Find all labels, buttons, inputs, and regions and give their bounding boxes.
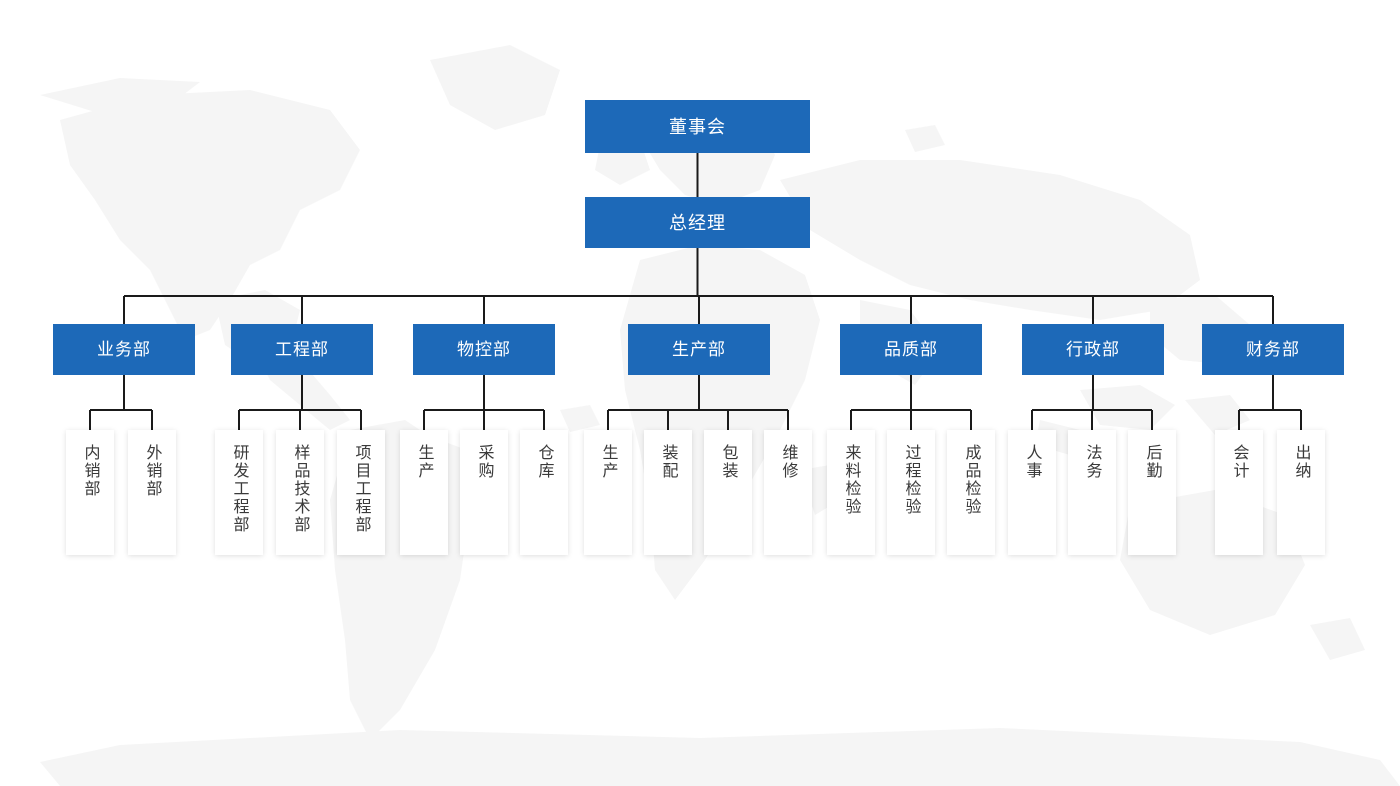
node-general-manager-label: 总经理 <box>669 212 726 233</box>
node-unit-1-2-label: 外销部 <box>143 444 161 498</box>
node-unit-5-1[interactable]: 来料检验 <box>827 430 875 555</box>
node-department-4-label: 生产部 <box>672 340 726 359</box>
node-unit-6-3[interactable]: 后勤 <box>1128 430 1176 555</box>
node-unit-1-1[interactable]: 内销部 <box>66 430 114 555</box>
node-unit-2-3-label: 项目工程部 <box>352 444 370 534</box>
node-department-5[interactable]: 品质部 <box>840 324 982 375</box>
node-unit-1-1-label: 内销部 <box>81 444 99 498</box>
node-department-1[interactable]: 业务部 <box>53 324 195 375</box>
node-board-of-directors[interactable]: 董事会 <box>585 100 810 153</box>
node-unit-5-2[interactable]: 过程检验 <box>887 430 935 555</box>
node-department-6[interactable]: 行政部 <box>1022 324 1164 375</box>
node-department-2-label: 工程部 <box>275 340 329 359</box>
node-unit-4-2[interactable]: 装配 <box>644 430 692 555</box>
node-unit-4-4[interactable]: 维修 <box>764 430 812 555</box>
node-unit-4-3[interactable]: 包装 <box>704 430 752 555</box>
node-unit-3-3[interactable]: 仓库 <box>520 430 568 555</box>
node-unit-5-2-label: 过程检验 <box>902 444 920 516</box>
node-department-7-label: 财务部 <box>1246 340 1300 359</box>
node-unit-6-1-label: 人事 <box>1023 444 1041 480</box>
node-unit-2-3[interactable]: 项目工程部 <box>337 430 385 555</box>
node-department-1-label: 业务部 <box>97 340 151 359</box>
node-unit-6-3-label: 后勤 <box>1143 444 1161 480</box>
node-unit-4-1[interactable]: 生产 <box>584 430 632 555</box>
node-unit-4-3-label: 包装 <box>719 444 737 480</box>
node-department-3[interactable]: 物控部 <box>413 324 555 375</box>
node-unit-3-1[interactable]: 生产 <box>400 430 448 555</box>
node-unit-2-2[interactable]: 样品技术部 <box>276 430 324 555</box>
node-unit-3-2-label: 采购 <box>475 444 493 480</box>
node-unit-6-1[interactable]: 人事 <box>1008 430 1056 555</box>
node-unit-4-1-label: 生产 <box>599 444 617 480</box>
node-unit-7-2[interactable]: 出纳 <box>1277 430 1325 555</box>
node-unit-4-2-label: 装配 <box>659 444 677 480</box>
node-board-of-directors-label: 董事会 <box>669 116 726 137</box>
node-department-7[interactable]: 财务部 <box>1202 324 1344 375</box>
node-department-4[interactable]: 生产部 <box>628 324 770 375</box>
node-unit-2-2-label: 样品技术部 <box>291 444 309 534</box>
node-department-6-label: 行政部 <box>1066 340 1120 359</box>
node-unit-7-1[interactable]: 会计 <box>1215 430 1263 555</box>
node-unit-3-1-label: 生产 <box>415 444 433 480</box>
node-department-3-label: 物控部 <box>457 340 511 359</box>
node-department-2[interactable]: 工程部 <box>231 324 373 375</box>
node-unit-3-3-label: 仓库 <box>535 444 553 480</box>
node-unit-2-1-label: 研发工程部 <box>230 444 248 534</box>
node-unit-5-3[interactable]: 成品检验 <box>947 430 995 555</box>
node-unit-6-2[interactable]: 法务 <box>1068 430 1116 555</box>
node-unit-1-2[interactable]: 外销部 <box>128 430 176 555</box>
node-unit-7-1-label: 会计 <box>1230 444 1248 480</box>
node-general-manager[interactable]: 总经理 <box>585 197 810 248</box>
node-unit-6-2-label: 法务 <box>1083 444 1101 480</box>
node-unit-5-1-label: 来料检验 <box>842 444 860 516</box>
node-unit-7-2-label: 出纳 <box>1292 444 1310 480</box>
node-unit-4-4-label: 维修 <box>779 444 797 480</box>
node-department-5-label: 品质部 <box>884 340 938 359</box>
node-unit-2-1[interactable]: 研发工程部 <box>215 430 263 555</box>
node-unit-3-2[interactable]: 采购 <box>460 430 508 555</box>
node-unit-5-3-label: 成品检验 <box>962 444 980 516</box>
